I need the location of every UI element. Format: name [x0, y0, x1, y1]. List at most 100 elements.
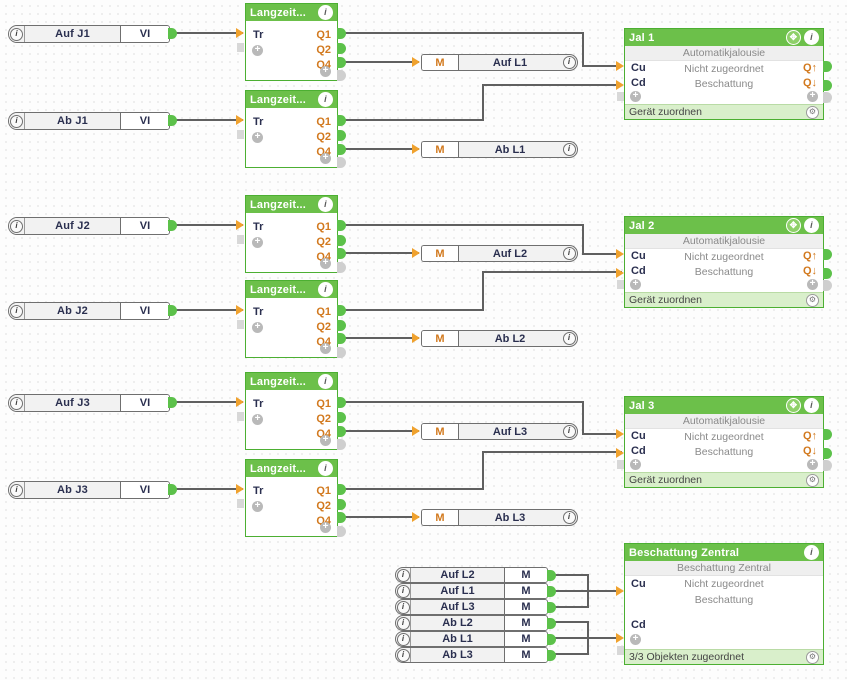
input-port[interactable]	[412, 426, 420, 436]
output-port-q1[interactable]	[337, 220, 346, 231]
input-port-cu[interactable]	[616, 586, 624, 596]
marker-output-auf-l3[interactable]: M Auf L3 i	[421, 423, 578, 440]
output-port-q1[interactable]	[337, 28, 346, 39]
info-icon[interactable]: i	[396, 616, 411, 630]
marker-input-ab-l2[interactable]: i Ab L2 M	[395, 615, 548, 631]
info-icon[interactable]: i	[9, 482, 25, 498]
input-port-cu[interactable]	[616, 61, 624, 71]
virtual-input-ab-j2[interactable]: i Ab J2 VI	[8, 302, 170, 320]
info-icon[interactable]: i	[561, 331, 577, 346]
output-port-stub[interactable]	[337, 70, 346, 81]
node-header[interactable]: Langzeit... i	[246, 91, 337, 108]
input-port-tr[interactable]	[236, 220, 244, 230]
info-icon[interactable]: i	[318, 5, 333, 20]
add-input-button[interactable]: +	[630, 279, 641, 290]
input-port[interactable]	[412, 512, 420, 522]
info-icon[interactable]: i	[318, 374, 333, 389]
output-port[interactable]	[168, 484, 177, 495]
output-port-q2[interactable]	[337, 499, 346, 510]
marker-output-ab-l2[interactable]: M Ab L2 i	[421, 330, 578, 347]
add-output-button[interactable]: +	[320, 66, 331, 77]
timer-block-1[interactable]: Langzeit... i Tr Q1 Q2 Q4 + +	[245, 3, 338, 81]
info-icon[interactable]: i	[804, 218, 819, 233]
gear-icon[interactable]: ⚙	[806, 293, 819, 307]
info-icon[interactable]: i	[396, 568, 411, 582]
input-port-cd[interactable]	[616, 80, 624, 90]
info-icon[interactable]: i	[804, 30, 819, 45]
input-port-cu[interactable]	[616, 249, 624, 259]
input-port-stub[interactable]	[237, 412, 244, 421]
output-port[interactable]	[547, 634, 556, 645]
info-icon[interactable]: i	[396, 648, 411, 662]
output-port-stub[interactable]	[337, 347, 346, 358]
output-port-q-up[interactable]	[823, 61, 832, 72]
output-port-q-up[interactable]	[823, 249, 832, 260]
input-port-tr[interactable]	[236, 28, 244, 38]
output-port-stub[interactable]	[337, 439, 346, 450]
info-icon[interactable]: i	[9, 218, 25, 234]
move-icon[interactable]: ✥	[786, 218, 801, 233]
node-footer[interactable]: Gerät zuordnen ⚙	[625, 104, 823, 119]
output-port-q-down[interactable]	[823, 80, 832, 91]
output-port[interactable]	[547, 586, 556, 597]
marker-output-auf-l2[interactable]: M Auf L2 i	[421, 245, 578, 262]
virtual-input-auf-j2[interactable]: i Auf J2 VI	[8, 217, 170, 235]
output-port-q2[interactable]	[337, 320, 346, 331]
output-port-q1[interactable]	[337, 115, 346, 126]
input-port[interactable]	[412, 144, 420, 154]
node-header[interactable]: Beschattung Zentral i	[625, 544, 823, 561]
info-icon[interactable]: i	[396, 600, 411, 614]
input-port-tr[interactable]	[236, 397, 244, 407]
input-port-stub[interactable]	[237, 499, 244, 508]
gear-icon[interactable]: ⚙	[806, 473, 819, 487]
add-output-button[interactable]: +	[320, 258, 331, 269]
output-port[interactable]	[168, 28, 177, 39]
output-port[interactable]	[547, 650, 556, 661]
info-icon[interactable]: i	[561, 510, 577, 525]
input-port-tr[interactable]	[236, 115, 244, 125]
info-icon[interactable]: i	[318, 282, 333, 297]
input-port-cu[interactable]	[616, 429, 624, 439]
output-port-q4[interactable]	[337, 333, 346, 344]
info-icon[interactable]: i	[9, 303, 25, 319]
output-port-q-down[interactable]	[823, 448, 832, 459]
node-header[interactable]: Jal 1 ✥ i	[625, 29, 823, 46]
add-output-button[interactable]: +	[320, 435, 331, 446]
add-input-button[interactable]: +	[630, 634, 641, 645]
node-header[interactable]: Jal 3 ✥ i	[625, 397, 823, 414]
timer-block-2[interactable]: Langzeit... i Tr Q1 Q2 Q4 + +	[245, 90, 338, 168]
output-port[interactable]	[547, 618, 556, 629]
virtual-input-ab-j1[interactable]: i Ab J1 VI	[8, 112, 170, 130]
output-port-stub[interactable]	[337, 157, 346, 168]
virtual-input-auf-j3[interactable]: i Auf J3 VI	[8, 394, 170, 412]
input-port-stub[interactable]	[237, 320, 244, 329]
info-icon[interactable]: i	[396, 632, 411, 646]
add-input-button[interactable]: +	[252, 322, 263, 333]
info-icon[interactable]: i	[318, 197, 333, 212]
input-port-stub[interactable]	[237, 43, 244, 52]
add-input-button[interactable]: +	[630, 91, 641, 102]
add-input-button[interactable]: +	[630, 459, 641, 470]
input-port-cd[interactable]	[616, 448, 624, 458]
output-port-q2[interactable]	[337, 43, 346, 54]
virtual-input-auf-j1[interactable]: i Auf J1 VI	[8, 25, 170, 43]
timer-block-6[interactable]: Langzeit... i Tr Q1 Q2 Q4 + +	[245, 459, 338, 537]
add-output-button[interactable]: +	[320, 153, 331, 164]
timer-block-5[interactable]: Langzeit... i Tr Q1 Q2 Q4 + +	[245, 372, 338, 450]
output-port-q4[interactable]	[337, 248, 346, 259]
input-port-cd[interactable]	[616, 633, 624, 643]
marker-output-ab-l1[interactable]: M Ab L1 i	[421, 141, 578, 158]
input-port-tr[interactable]	[236, 305, 244, 315]
node-header[interactable]: Jal 2 ✥ i	[625, 217, 823, 234]
add-input-button[interactable]: +	[252, 132, 263, 143]
output-port-stub[interactable]	[823, 280, 832, 291]
marker-input-ab-l3[interactable]: i Ab L3 M	[395, 647, 548, 663]
info-icon[interactable]: i	[318, 92, 333, 107]
timer-block-4[interactable]: Langzeit... i Tr Q1 Q2 Q4 + +	[245, 280, 338, 358]
add-output-button[interactable]: +	[320, 522, 331, 533]
output-port-q4[interactable]	[337, 512, 346, 523]
node-header[interactable]: Langzeit... i	[246, 460, 337, 477]
gear-icon[interactable]: ⚙	[806, 650, 819, 664]
output-port-q4[interactable]	[337, 144, 346, 155]
